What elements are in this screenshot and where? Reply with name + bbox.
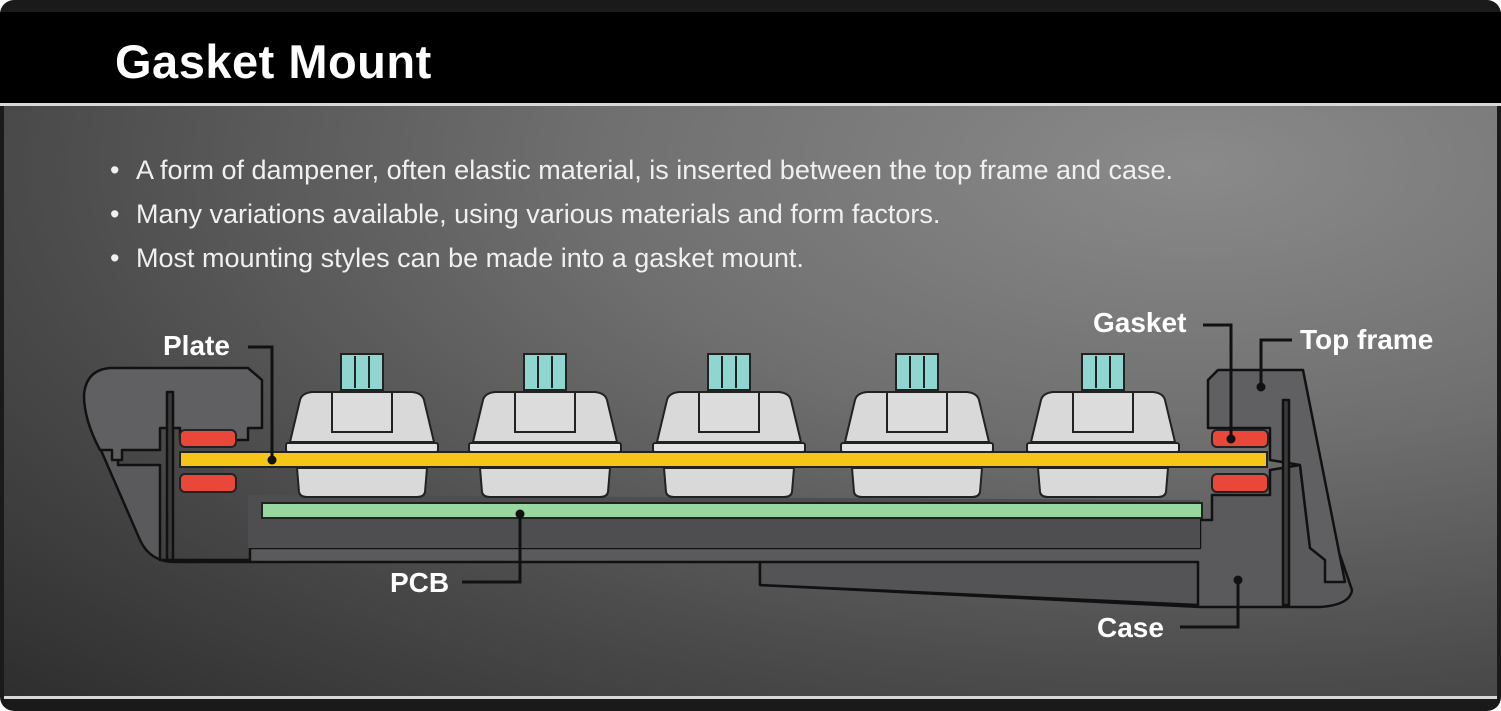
header-bar: Gasket Mount xyxy=(0,12,1501,106)
switch-top-center xyxy=(886,391,948,433)
bullet-text: Most mounting styles can be made into a … xyxy=(136,243,804,273)
key-switch xyxy=(1026,353,1180,498)
pcb xyxy=(261,502,1203,519)
right-screw xyxy=(1281,398,1291,607)
label-pcb: PCB xyxy=(390,567,449,598)
bullet-list: •A form of dampener, often elastic mater… xyxy=(110,152,1173,284)
gasket-leader-line xyxy=(1203,323,1233,438)
gasket-right-bottom xyxy=(1211,473,1269,493)
key-switch xyxy=(652,353,806,498)
switch-bottom-housing xyxy=(1036,467,1170,498)
switch-flange xyxy=(468,442,622,453)
plate-dot xyxy=(267,455,277,465)
slide-title: Gasket Mount xyxy=(115,35,432,88)
switches xyxy=(285,353,1180,498)
switch-bottom-housing xyxy=(295,467,429,498)
bullet-text: A form of dampener, often elastic materi… xyxy=(136,155,1174,185)
key-switch xyxy=(468,353,622,498)
switch-top-center xyxy=(1072,391,1134,433)
gasket-right-top xyxy=(1211,429,1269,448)
top-frame-leader-line xyxy=(1259,338,1292,387)
right-top-frame xyxy=(1206,368,1347,584)
switch-flange xyxy=(840,442,994,453)
case-leader-line xyxy=(1180,580,1240,629)
switch-flange xyxy=(652,442,806,453)
switch-bottom-housing xyxy=(662,467,796,498)
switch-flange xyxy=(285,442,439,453)
bullet-item: •Most mounting styles can be made into a… xyxy=(110,243,804,273)
label-top-frame: Top frame xyxy=(1300,324,1433,355)
plate xyxy=(179,451,1268,468)
plate-leader-line xyxy=(248,345,274,460)
switch-top-center xyxy=(698,391,760,433)
switch-stem xyxy=(1081,353,1125,391)
label-gasket: Gasket xyxy=(1093,307,1186,338)
switch-flange xyxy=(1026,442,1180,453)
gasket-left-top xyxy=(179,429,237,448)
switch-stem xyxy=(340,353,384,391)
label-plate: Plate xyxy=(163,330,230,361)
key-switch xyxy=(285,353,439,498)
switch-bottom-housing xyxy=(850,467,984,498)
top-frame-dot xyxy=(1256,382,1266,392)
case-dot xyxy=(1233,575,1243,585)
gasket-left-bottom xyxy=(179,473,237,493)
switch-bottom-housing xyxy=(478,467,612,498)
switch-stem xyxy=(707,353,751,391)
gasket-dot xyxy=(1226,434,1236,444)
case-foot-cavity xyxy=(758,560,1200,607)
bullet-text: Many variations available, using various… xyxy=(136,199,941,229)
pcb-dot xyxy=(515,509,525,519)
bullet-item: •A form of dampener, often elastic mater… xyxy=(110,155,1174,185)
pcb-leader-line xyxy=(462,514,522,584)
switch-top-center xyxy=(514,391,576,433)
key-switch xyxy=(840,353,994,498)
switch-stem xyxy=(895,353,939,391)
gaskets xyxy=(179,429,1269,493)
left-screw xyxy=(165,390,175,562)
label-case: Case xyxy=(1097,612,1164,643)
bullet-item: •Many variations available, using variou… xyxy=(110,199,941,229)
switch-stem xyxy=(523,353,567,391)
switch-top-center xyxy=(331,391,393,433)
